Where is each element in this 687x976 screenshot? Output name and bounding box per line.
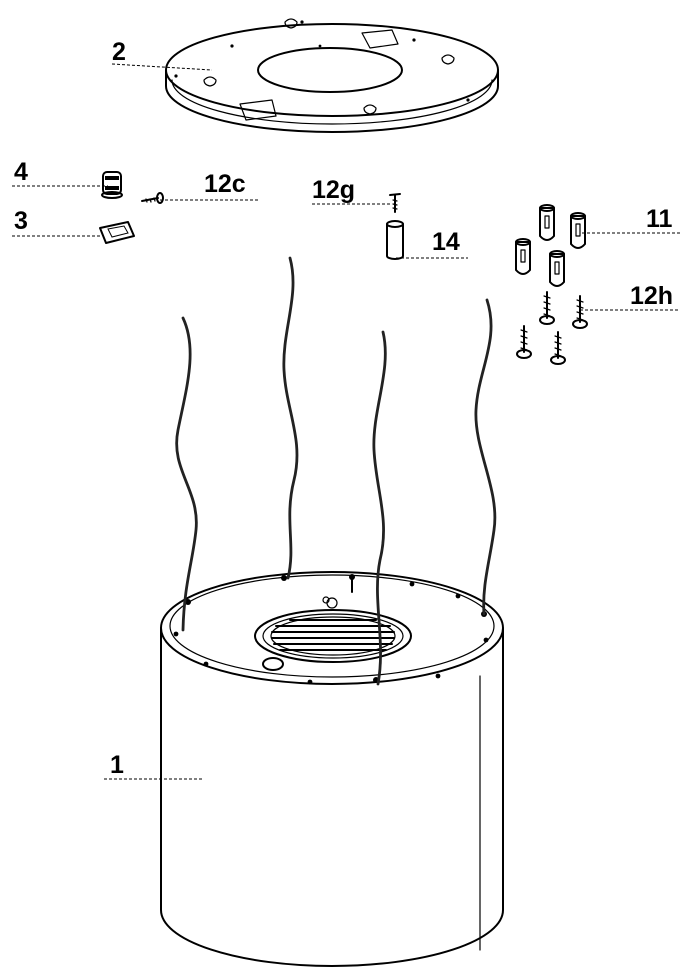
callout-3: 3 [14, 207, 28, 235]
callout-labels: 2 4 3 12c 12g 14 11 12h 1 [14, 38, 673, 779]
callout-leaders [12, 63, 680, 780]
callout-2: 2 [112, 38, 126, 66]
leader-2 [111, 63, 213, 71]
cable-2 [282, 256, 299, 580]
callout-14: 14 [432, 228, 460, 256]
screw-12g-part [389, 193, 401, 213]
wall-plugs-11-part [515, 204, 586, 287]
suspension-cables [175, 256, 497, 686]
screw-12c-part [141, 192, 164, 204]
callout-4: 4 [14, 158, 28, 186]
callout-12g: 12g [312, 176, 355, 204]
cable-1 [175, 316, 198, 632]
callout-12h: 12h [630, 282, 673, 310]
grommet-part [101, 171, 123, 199]
cable-clamp-part [99, 221, 135, 244]
callout-11: 11 [646, 205, 673, 233]
cable-4 [474, 298, 497, 616]
wood-screws-12h-part [516, 291, 588, 365]
callout-1: 1 [110, 751, 124, 779]
mounting-plate-part [165, 18, 499, 133]
spacer-14-part [386, 220, 404, 260]
callout-12c: 12c [204, 170, 246, 198]
hood-body-part [160, 571, 504, 967]
cable-3 [372, 330, 387, 686]
